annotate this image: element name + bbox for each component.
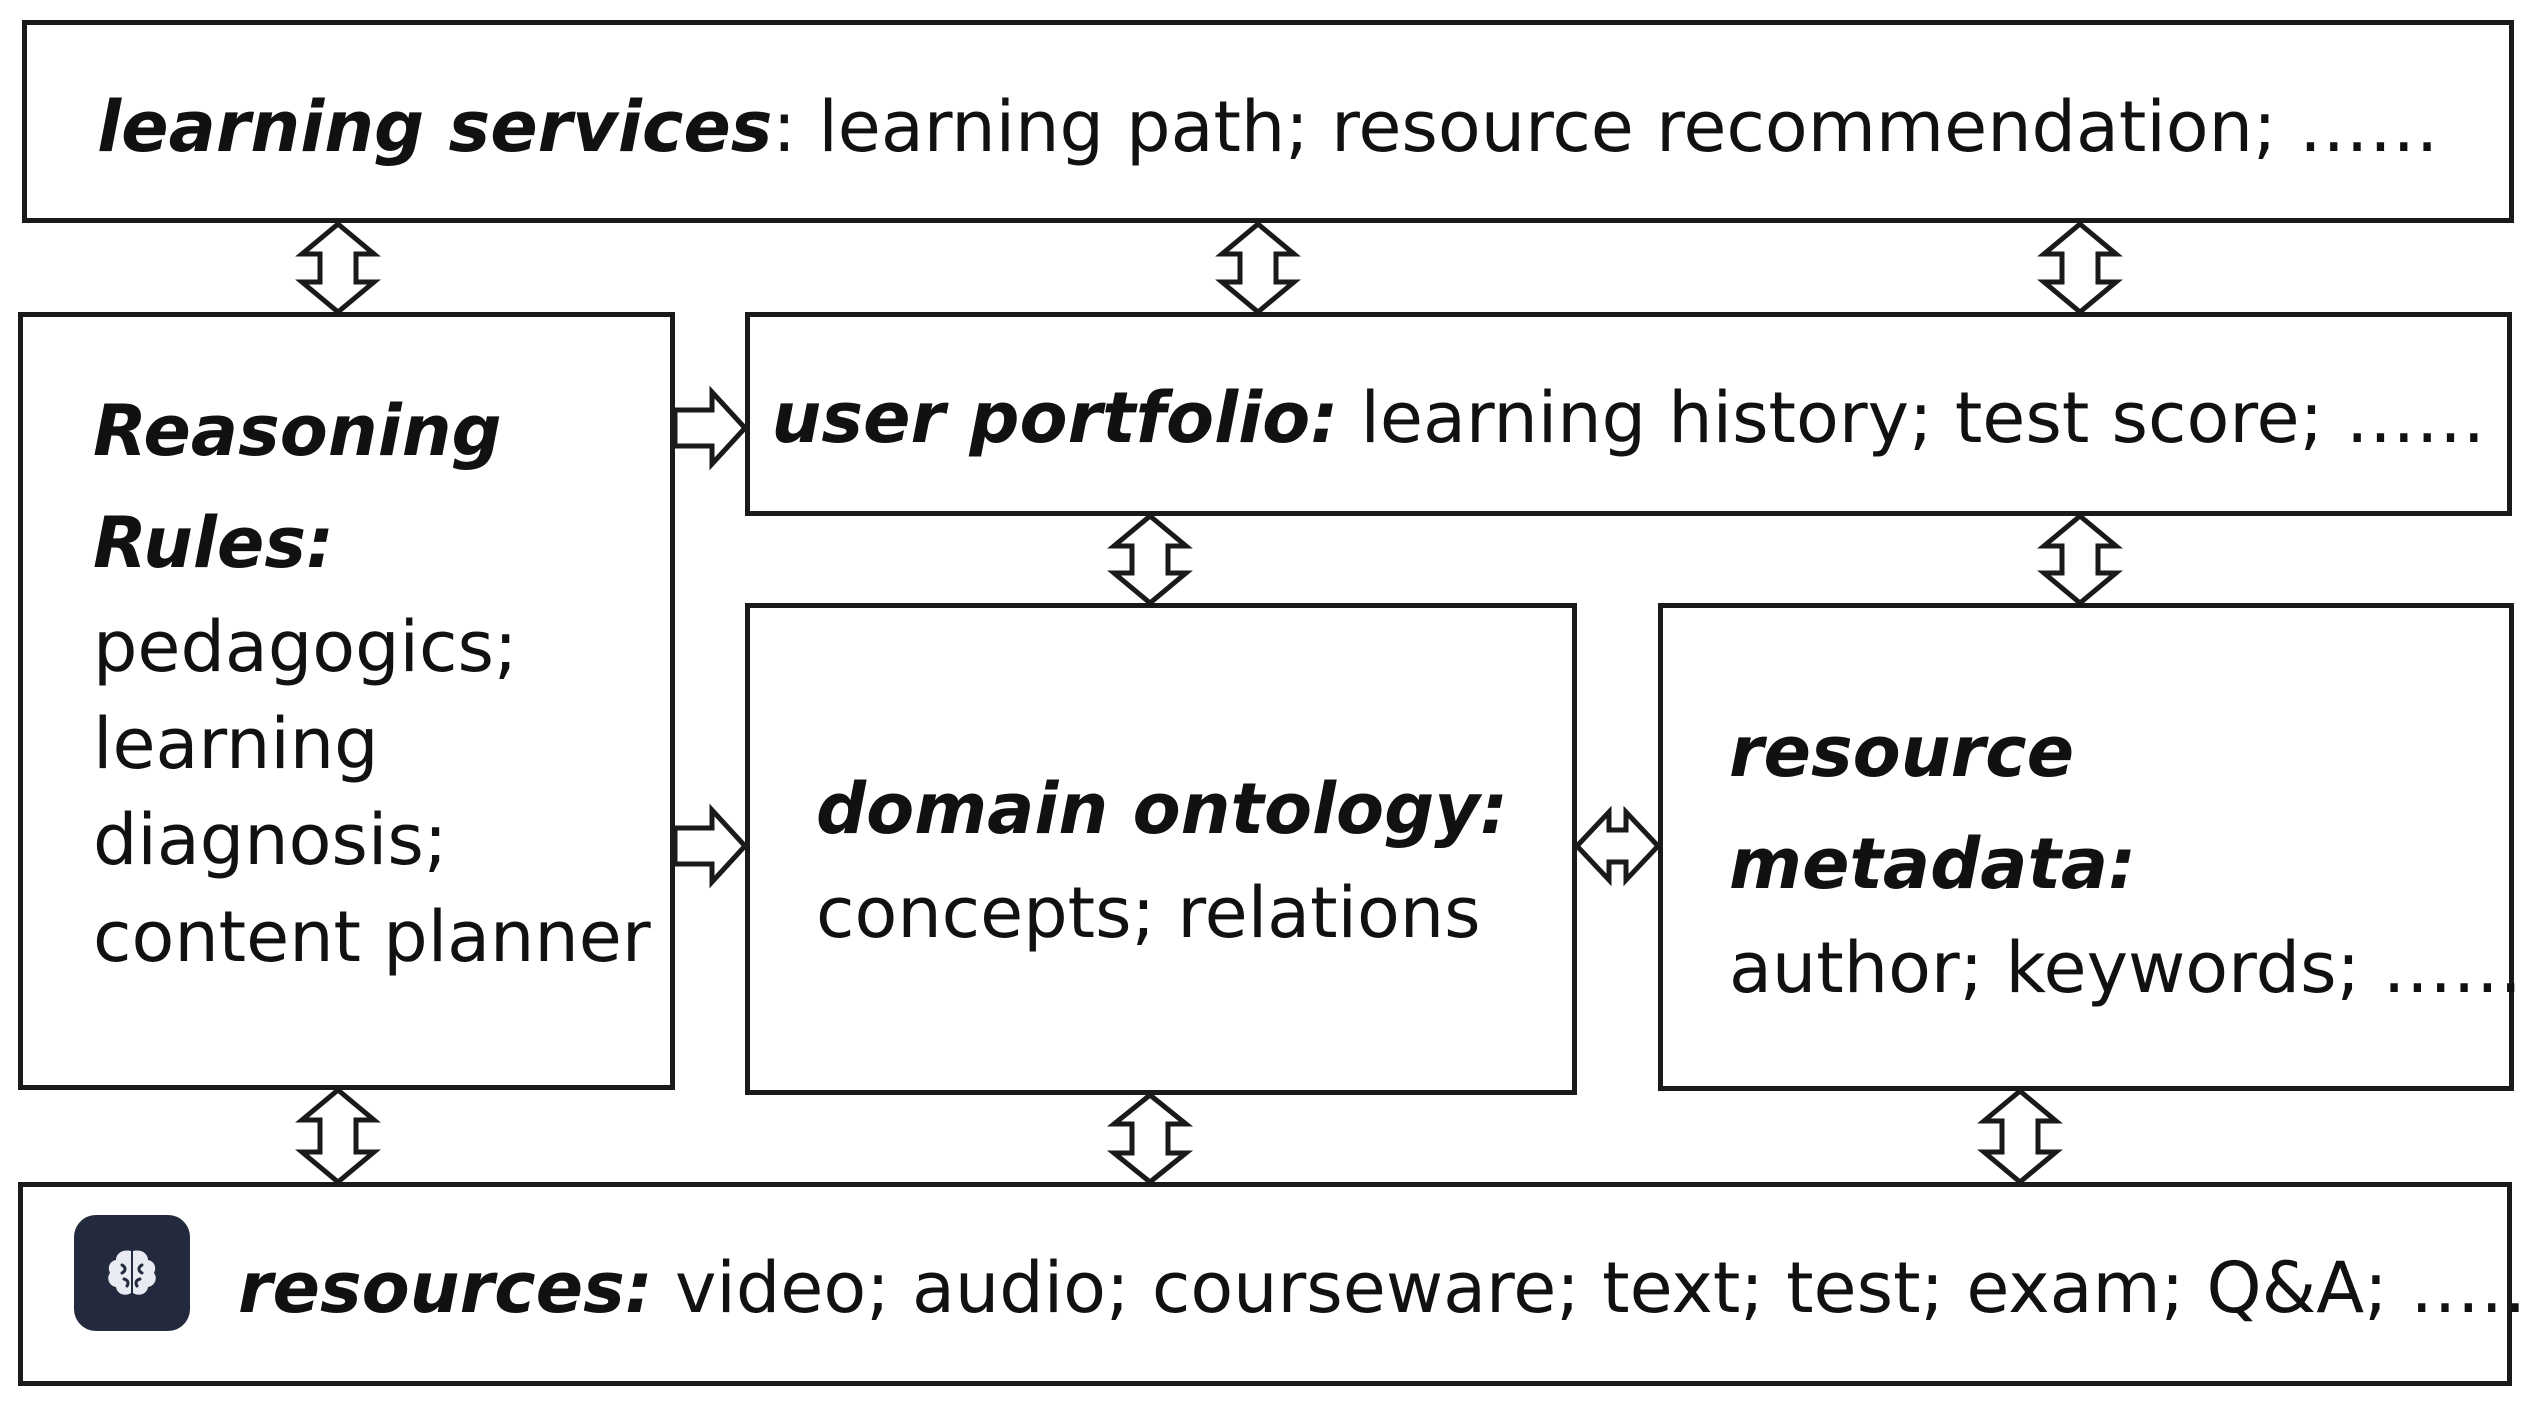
arrow-services-portfolio-left [1215, 220, 1301, 316]
learning-services-items: learning path; resource recommendation; … [796, 86, 2439, 168]
brain-icon [108, 1250, 156, 1295]
arrow-services-portfolio-right [2037, 220, 2123, 316]
arrow-portfolio-ontology [1107, 512, 1193, 607]
arrow-rules-resources [295, 1086, 381, 1186]
arrow-portfolio-metadata [2037, 512, 2123, 607]
arrow-ontology-resources [1106, 1091, 1194, 1186]
domain-ontology-items: concepts; relations [816, 872, 1481, 954]
resource-metadata-text: resource metadata: author; keywords; …… [1729, 696, 2522, 1017]
arrow-services-rules [295, 220, 381, 316]
user-portfolio-box: user portfolio: learning history; test s… [745, 312, 2512, 516]
resource-metadata-title-1: resource [1729, 711, 2075, 793]
resources-text: resources: video; audio; courseware; tex… [223, 1253, 2527, 1323]
reasoning-rules-line-1: pedagogics; [93, 606, 518, 688]
resources-items: video; audio; courseware; text; test; ex… [652, 1247, 2527, 1329]
user-portfolio-items: learning history; test score; …… [1338, 377, 2486, 459]
reasoning-rules-line-3: diagnosis; [93, 799, 448, 882]
learning-services-title: learning services [97, 86, 773, 168]
reasoning-rules-text: Reasoning Rules: pedagogics; learning di… [93, 375, 651, 985]
reasoning-rules-title-2: Rules: [93, 502, 335, 584]
resources-box: resources: video; audio; courseware; tex… [18, 1182, 2527, 1386]
arrow-rules-to-portfolio [672, 385, 749, 471]
learning-services-box: learning services: learning path; resour… [22, 20, 2514, 223]
resource-metadata-items: author; keywords; …… [1729, 927, 2523, 1009]
domain-ontology-box: domain ontology: concepts; relations [745, 603, 1577, 1095]
user-portfolio-title: user portfolio: [771, 377, 1339, 459]
app-logo [74, 1215, 190, 1331]
reasoning-rules-title-1: Reasoning [93, 390, 502, 472]
domain-ontology-text: domain ontology: concepts; relations [816, 753, 1508, 962]
resource-metadata-title-2: metadata: [1729, 823, 2137, 905]
reasoning-rules-box: Reasoning Rules: pedagogics; learning di… [18, 312, 675, 1090]
learning-services-text: learning services: learning path; resour… [27, 92, 2509, 162]
arrow-rules-to-ontology [672, 803, 749, 889]
resource-metadata-box: resource metadata: author; keywords; …… [1658, 603, 2522, 1091]
resources-title: resources: [238, 1247, 653, 1329]
reasoning-rules-line-2: learning [93, 702, 379, 785]
reasoning-rules-line-4: content planner [93, 895, 651, 978]
domain-ontology-title: domain ontology: [816, 768, 1508, 850]
arrow-ontology-metadata [1573, 805, 1662, 887]
arrow-metadata-resources [1977, 1087, 2063, 1186]
learning-services-colon: : [772, 86, 797, 168]
user-portfolio-text: user portfolio: learning history; test s… [750, 383, 2507, 453]
